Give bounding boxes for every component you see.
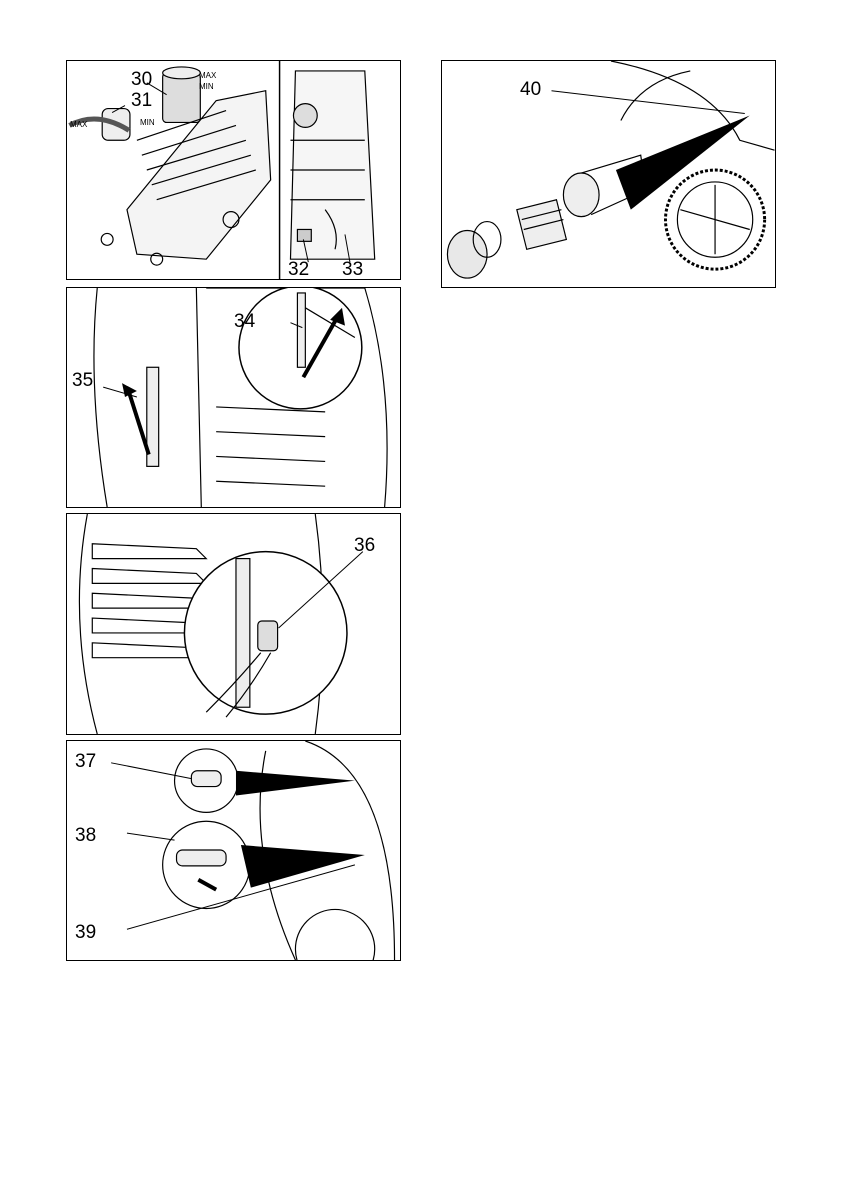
callout-34: 34 <box>234 311 256 332</box>
callout-31: 31 <box>131 90 153 111</box>
dial-max: MAX <box>70 120 88 129</box>
filter-illustration <box>446 61 775 279</box>
callout-40: 40 <box>520 79 542 100</box>
callout-37: 37 <box>75 751 97 772</box>
figure-hose-rails: 34 35 <box>66 287 401 508</box>
pump-illustration <box>68 61 376 279</box>
callout-32: 32 <box>288 259 310 280</box>
figure-connector: 36 <box>66 513 401 735</box>
connector-illustration <box>78 514 364 734</box>
figure-inlet-outlet: 37 38 39 <box>66 740 401 961</box>
dial-min: MIN <box>140 118 155 127</box>
callout-30: 30 <box>131 69 153 90</box>
rails-illustration <box>93 288 388 507</box>
figure-pump-oil: 30 31 MAX MIN MAX MIN 32 33 <box>66 60 401 280</box>
callout-33: 33 <box>342 259 364 280</box>
tank-min: MIN <box>199 82 214 91</box>
tank-max: MAX <box>199 71 217 80</box>
callout-36: 36 <box>354 535 376 556</box>
callout-38: 38 <box>75 825 97 846</box>
callout-39: 39 <box>75 922 97 943</box>
inlet-outlet-illustration <box>111 741 396 960</box>
callout-35: 35 <box>72 370 94 391</box>
figure-inlet-filter: 40 <box>441 60 776 288</box>
